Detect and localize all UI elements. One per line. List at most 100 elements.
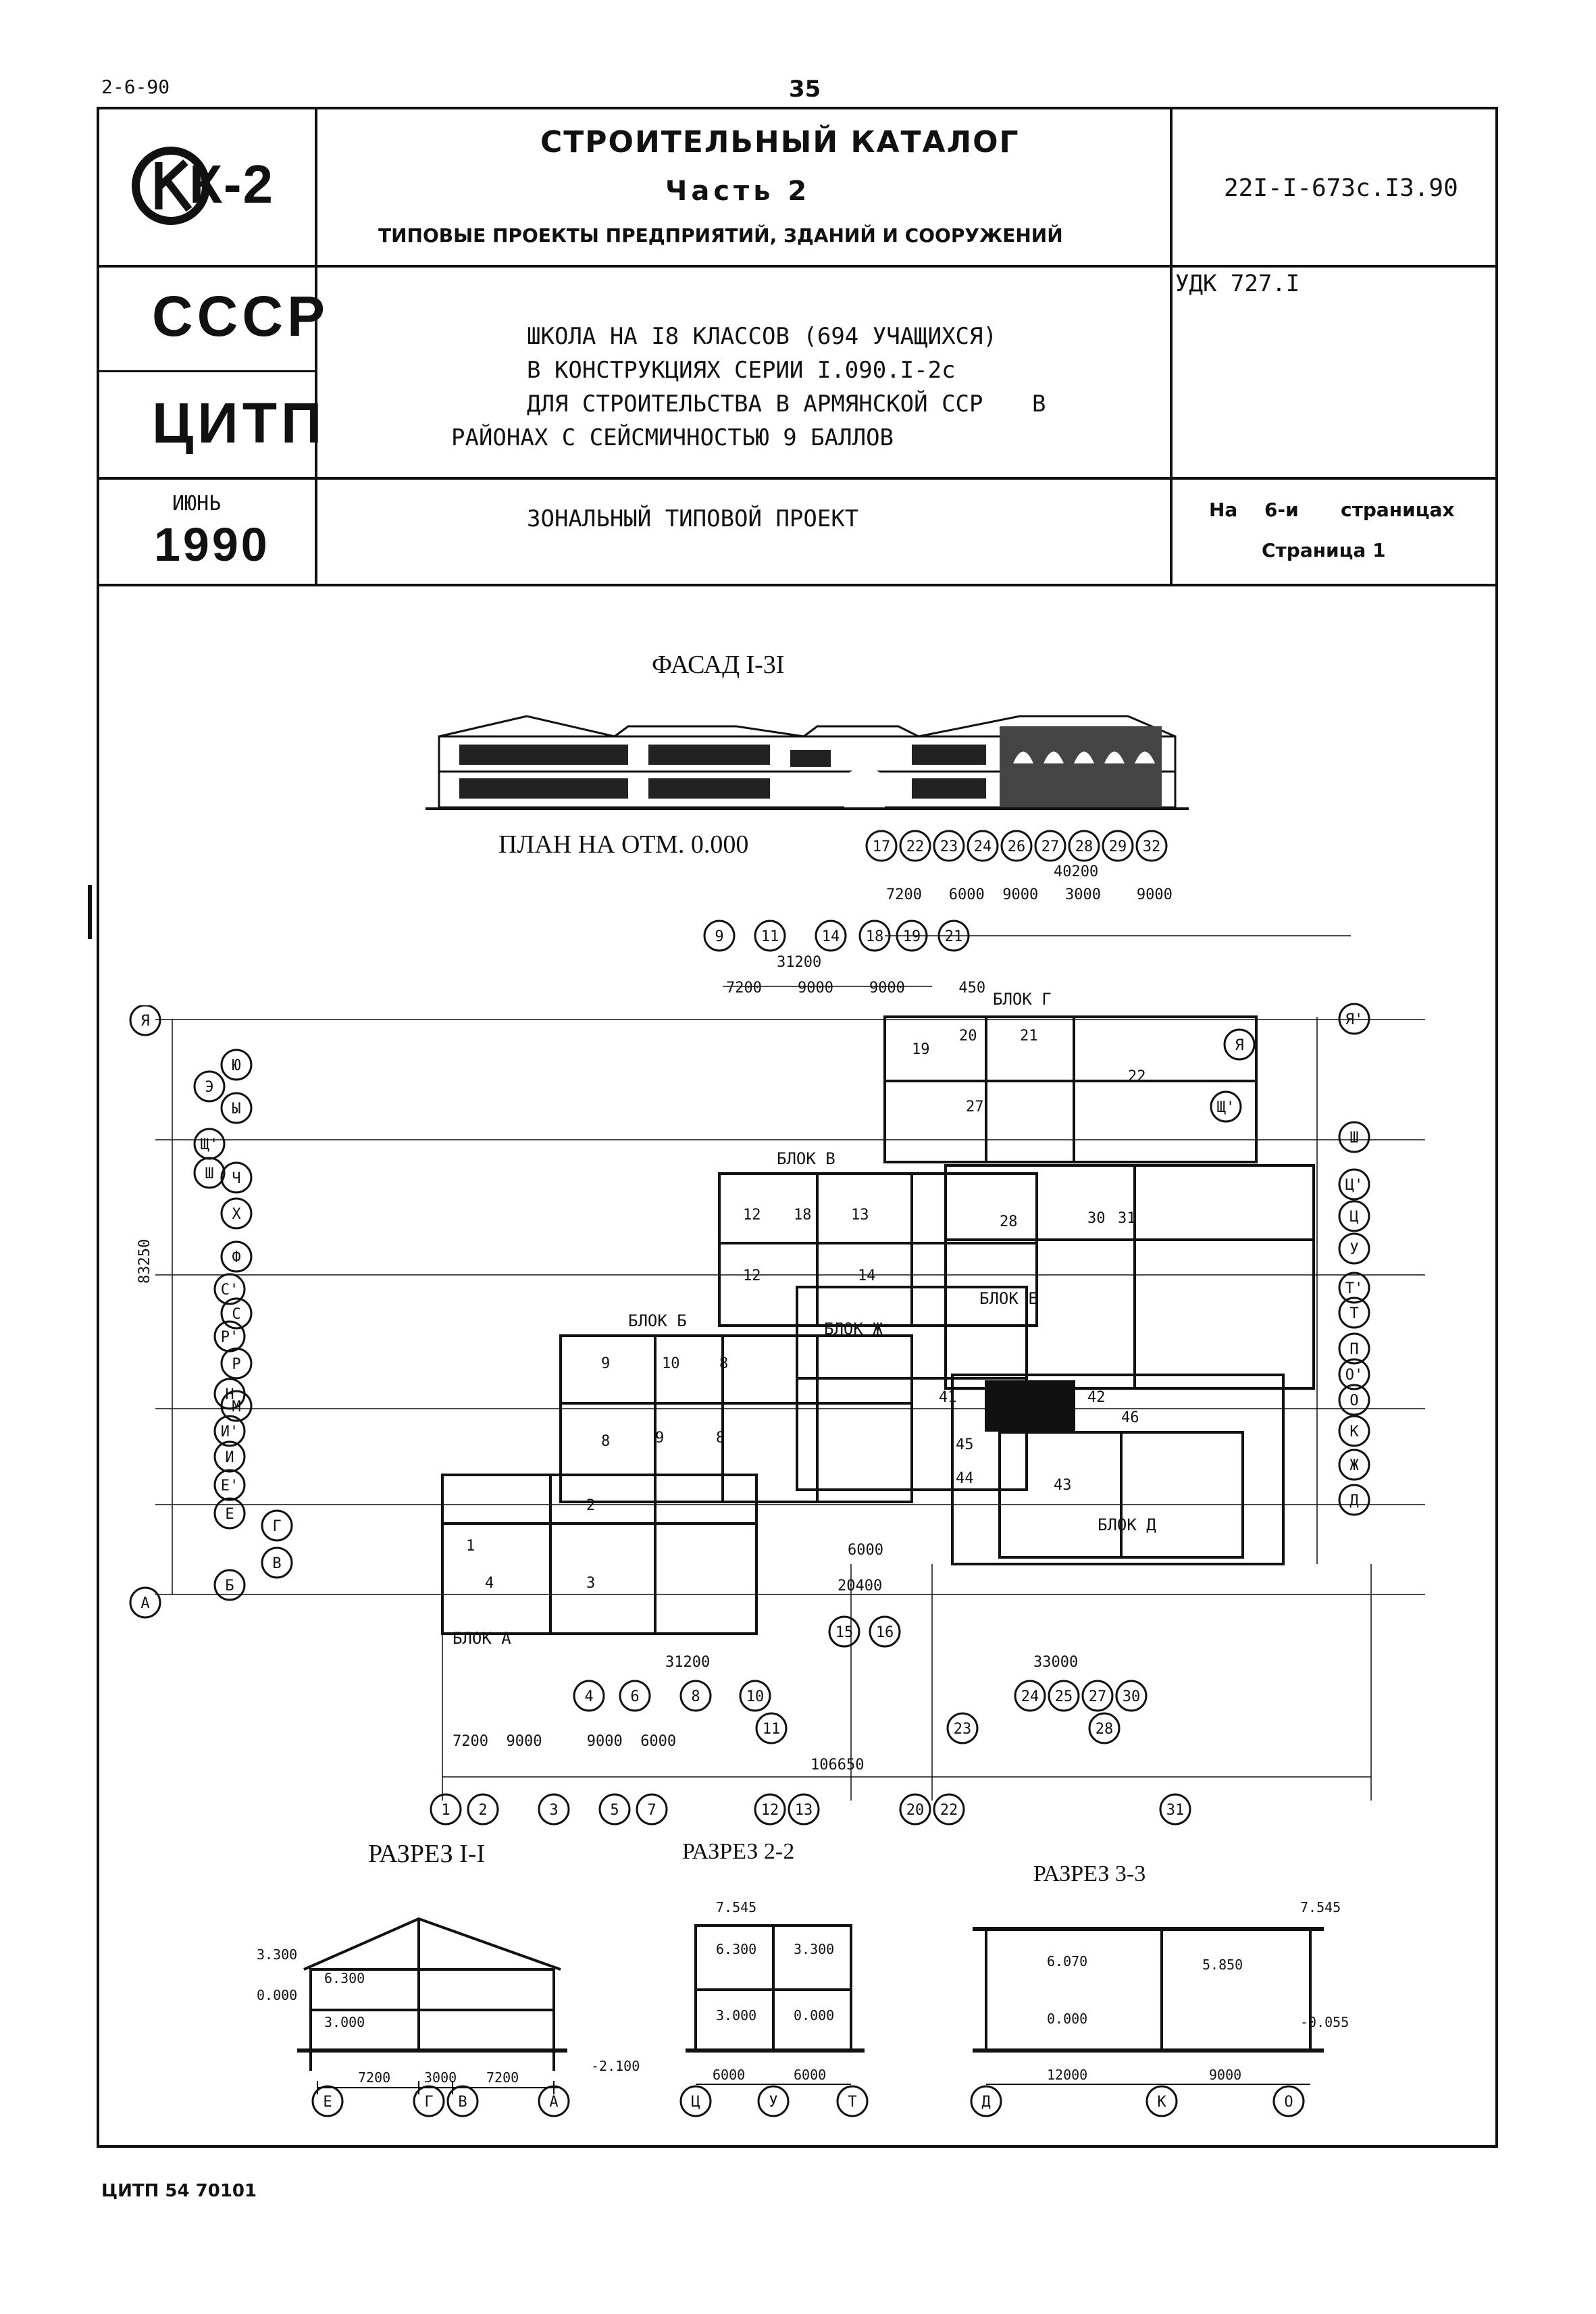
svg-text:Г: Г: [424, 2094, 433, 2111]
dim: 6000: [640, 1733, 677, 1750]
svg-text:11: 11: [761, 928, 779, 945]
dim: 9000: [1136, 886, 1173, 903]
svg-text:Ф: Ф: [232, 1249, 240, 1266]
project-type: ЗОНАЛЬНЫЙ ТИПОВОЙ ПРОЕКТ: [527, 505, 859, 532]
dim: 12000: [1047, 2067, 1087, 2083]
svg-text:Д: Д: [981, 2094, 990, 2111]
svg-text:8: 8: [719, 1355, 728, 1372]
mark: 3.000: [324, 2014, 365, 2030]
svg-text:О': О': [1345, 1367, 1364, 1384]
dim: 3000: [1064, 886, 1101, 903]
svg-text:В: В: [458, 2094, 467, 2111]
svg-text:М: М: [232, 1399, 240, 1415]
svg-text:Ю: Ю: [232, 1057, 240, 1074]
svg-text:С: С: [232, 1306, 240, 1323]
second-dims: 7200 9000 9000 450: [726, 980, 985, 997]
svg-text:Э: Э: [205, 1079, 213, 1096]
svg-text:Ц: Ц: [1349, 1209, 1358, 1226]
mark: 0.000: [1047, 2011, 1087, 2027]
dim: 7200: [486, 2069, 519, 2086]
svg-text:49: 49: [1000, 1404, 1018, 1421]
svg-text:26: 26: [1008, 838, 1026, 855]
project-line-3: ДЛЯ СТРОИТЕЛЬСТВА В АРМЯНСКОЙ ССР: [527, 391, 983, 418]
logo-mark-icon: [132, 147, 210, 225]
svg-text:3: 3: [549, 1802, 558, 1819]
svg-text:12: 12: [743, 1267, 761, 1284]
svg-text:Ц': Ц': [1345, 1177, 1364, 1194]
mark: -2.100: [591, 2058, 640, 2074]
svg-text:Т: Т: [848, 2094, 856, 2111]
svg-text:12: 12: [743, 1207, 761, 1224]
section1-axes: Е Г В А: [311, 2085, 570, 2117]
svg-text:В: В: [272, 1555, 281, 1572]
bottom-total-b: 33000: [1033, 1654, 1079, 1671]
svg-text:А: А: [549, 2094, 558, 2111]
svg-text:43: 43: [1054, 1477, 1072, 1494]
svg-text:42: 42: [1087, 1389, 1106, 1406]
svg-text:32: 32: [1143, 838, 1161, 855]
svg-text:Щ': Щ': [201, 1136, 219, 1153]
svg-text:12: 12: [761, 1802, 779, 1819]
svg-text:Ш: Ш: [205, 1165, 213, 1182]
svg-text:15: 15: [835, 1624, 854, 1641]
divider: [315, 107, 317, 586]
svg-text:Н: Н: [225, 1386, 234, 1403]
date-year: 1990: [154, 518, 270, 571]
axes-bottom-2: 1 2 3 5 7 12 13 20 22 31: [430, 1793, 1191, 1826]
svg-text:У: У: [769, 2094, 777, 2111]
dim: 450: [958, 980, 986, 997]
mark: 6.070: [1047, 1953, 1087, 1969]
svg-text:А: А: [140, 1595, 149, 1612]
svg-text:Р': Р': [221, 1329, 239, 1346]
axes-bottom-1: 4 6 8 10 11 24 25 27 30 28 23: [573, 1680, 1148, 1744]
second-total: 31200: [777, 954, 822, 971]
mark: 3.300: [794, 1941, 834, 1957]
svg-text:24: 24: [974, 838, 992, 855]
section2-title: РАЗРЕЗ 2-2: [682, 1839, 795, 1864]
svg-text:22: 22: [940, 1802, 958, 1819]
svg-text:О: О: [1349, 1392, 1358, 1409]
svg-text:БЛОК Г: БЛОК Г: [993, 990, 1052, 1009]
svg-text:27: 27: [966, 1099, 984, 1115]
svg-text:25: 25: [1055, 1688, 1073, 1705]
mark: 5.850: [1202, 1957, 1243, 1973]
dim: 9000: [1209, 2067, 1241, 2083]
section2-drawing: 7.545 6.300 3.300 3.000 0.000 6000 6000: [686, 1899, 865, 2085]
svg-text:БЛОК Е: БЛОК Е: [979, 1289, 1038, 1308]
divider: [1170, 107, 1173, 586]
divider: [97, 265, 1498, 268]
project-line-4: РАЙОНАХ С СЕЙСМИЧНОСТЬЮ 9 БАЛЛОВ: [451, 424, 894, 451]
mark: -0.055: [1300, 2014, 1349, 2030]
top-total: 40200: [1054, 863, 1099, 880]
svg-text:Щ': Щ': [1217, 1099, 1235, 1116]
svg-text:Е': Е': [221, 1478, 239, 1494]
svg-text:Я': Я': [1345, 1011, 1364, 1028]
pages-pre: На: [1209, 499, 1238, 521]
logo-text: К-2: [189, 154, 274, 214]
svg-text:28: 28: [1000, 1213, 1018, 1230]
dim: 6000: [948, 886, 985, 903]
svg-text:19: 19: [912, 1041, 930, 1058]
svg-text:44: 44: [956, 1470, 974, 1487]
logo: К-2: [125, 139, 301, 233]
svg-text:22: 22: [1128, 1068, 1146, 1085]
bottom-total: 106650: [810, 1757, 865, 1774]
pages-post: страницах: [1341, 499, 1455, 521]
svg-text:Я: Я: [1235, 1037, 1243, 1054]
divider: [97, 370, 317, 372]
svg-text:2: 2: [478, 1802, 487, 1819]
dim: 6000: [713, 2067, 745, 2083]
svg-text:9: 9: [601, 1355, 610, 1372]
svg-text:41: 41: [939, 1389, 957, 1406]
svg-text:8: 8: [716, 1430, 725, 1447]
svg-text:Я: Я: [140, 1013, 149, 1030]
catalog-number: 22I-I-673c.I3.90: [1224, 174, 1458, 202]
svg-text:Ш: Ш: [1349, 1130, 1358, 1147]
section1-title: РАЗРЕЗ I-I: [368, 1840, 486, 1868]
udk: УДК 727.I: [1175, 270, 1300, 297]
margin-mark: [88, 885, 92, 939]
dim: 7200: [726, 980, 762, 997]
svg-text:17: 17: [873, 838, 891, 855]
print-code: ЦИТП 54 70101: [101, 2181, 257, 2201]
